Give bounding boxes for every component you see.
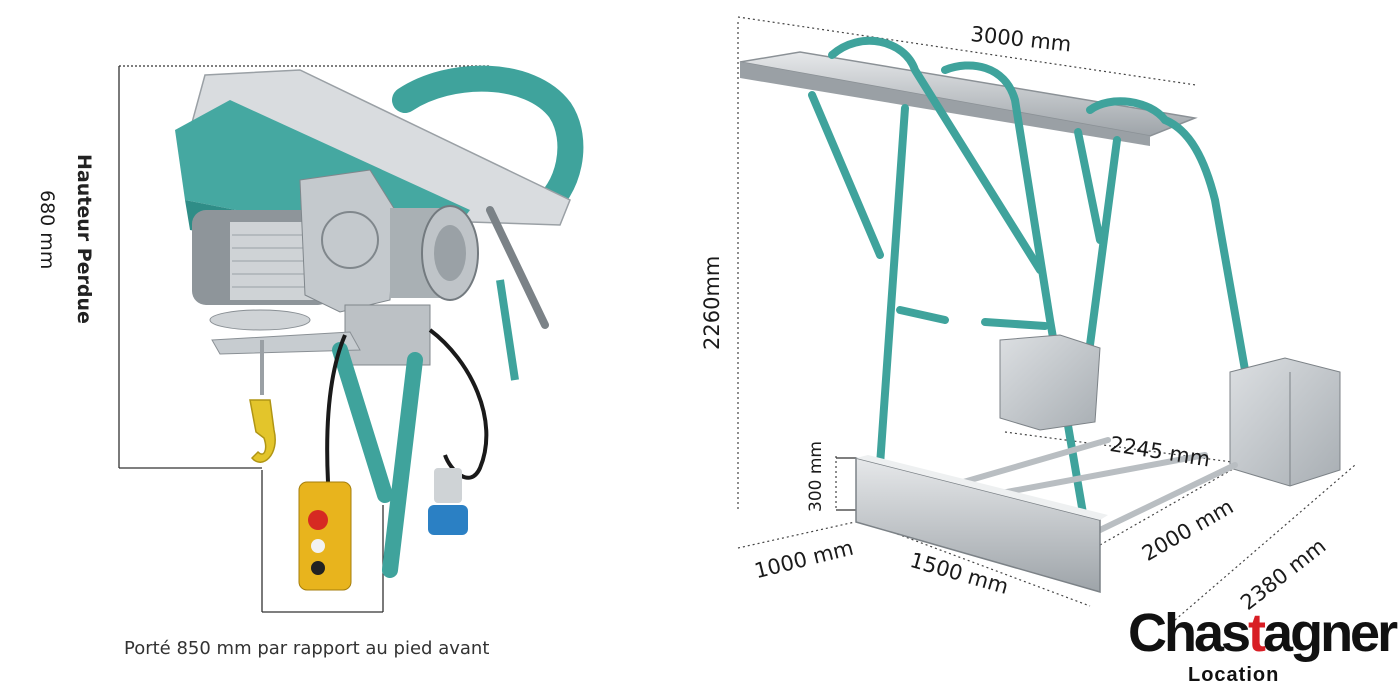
dimension-foot-height: 300 mm bbox=[806, 441, 826, 512]
lost-height-title: Hauteur Perdue bbox=[73, 154, 95, 324]
brand-name: Chastagner bbox=[1128, 603, 1398, 663]
lost-height-label: Hauteur Perdue bbox=[64, 154, 104, 344]
lost-height-value: 680 mm bbox=[36, 190, 58, 270]
frame-illustration bbox=[737, 16, 1356, 621]
brand-logo: Chastagner Location bbox=[1128, 602, 1398, 688]
reach-bracket bbox=[261, 470, 384, 613]
lost-height-bracket bbox=[118, 65, 490, 469]
reach-caption: Porté 850 mm par rapport au pied avant bbox=[124, 638, 490, 659]
brand-tagline: Location bbox=[1188, 664, 1280, 686]
hoist-illustration bbox=[118, 65, 584, 613]
dimension-height: 2260mm bbox=[700, 255, 724, 350]
